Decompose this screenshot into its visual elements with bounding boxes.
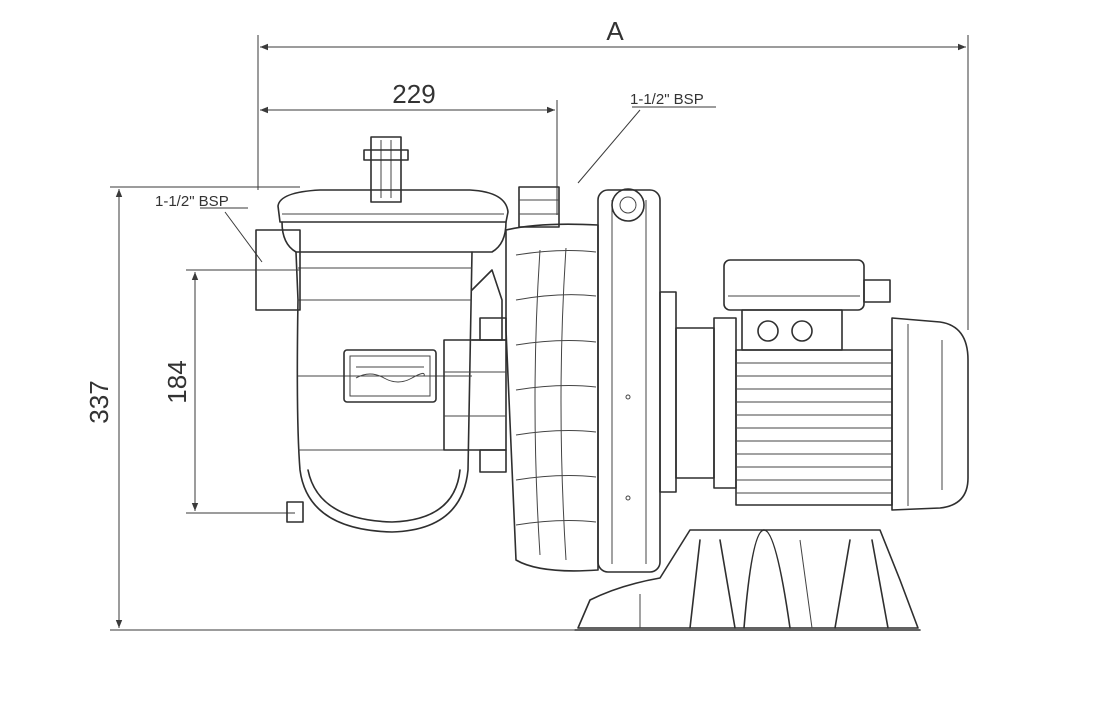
dimension-229-label: 229 <box>392 79 435 109</box>
dimension-a-label: A <box>606 16 624 46</box>
pump-base <box>574 529 921 631</box>
dimension-a <box>257 35 969 330</box>
dimension-337 <box>110 186 580 631</box>
dimension-337-label: 337 <box>84 380 114 423</box>
callout-outlet-label: 1-1/2" BSP <box>630 91 704 108</box>
dimension-229 <box>257 100 558 215</box>
dimension-184 <box>186 269 300 514</box>
strainer-pot <box>255 136 509 533</box>
callout-inlet-leader <box>200 207 263 263</box>
motor <box>659 259 969 511</box>
dimension-184-label: 184 <box>162 360 192 403</box>
callout-inlet-label: 1-1/2" BSP <box>155 193 229 210</box>
callout-outlet-leader <box>577 106 716 184</box>
pump-volute <box>443 186 661 573</box>
